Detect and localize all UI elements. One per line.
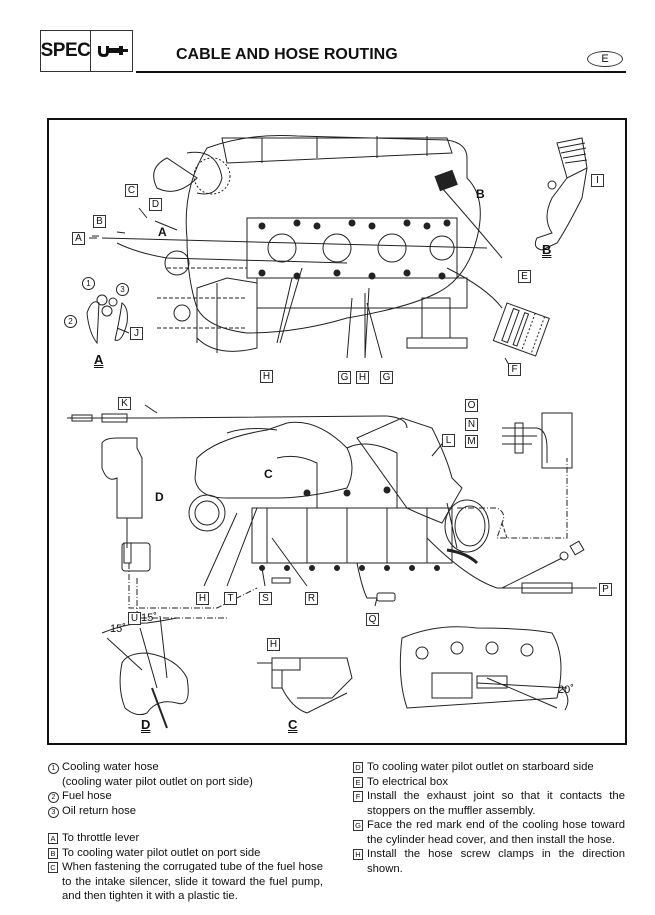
callout-2: 2 bbox=[64, 315, 77, 328]
note-text: To cooling water pilot outlet on port si… bbox=[62, 846, 261, 859]
note-item: B To cooling water pilot outlet on port … bbox=[48, 846, 323, 861]
note-number-badge: 2 bbox=[48, 789, 62, 804]
note-text: To electrical box bbox=[367, 775, 448, 788]
language-badge: E bbox=[587, 51, 623, 67]
note-item: G Face the red mark end of the cooling h… bbox=[353, 818, 625, 847]
note-item: H Install the hose screw clamps in the d… bbox=[353, 847, 625, 876]
figure-frame bbox=[47, 118, 627, 745]
engine-bottom-view bbox=[67, 412, 592, 619]
note-letter-badge: B bbox=[48, 846, 62, 861]
note-letter-badge: E bbox=[353, 775, 367, 790]
callout-s: S bbox=[259, 592, 272, 605]
note-text: Install the exhaust joint so that it con… bbox=[367, 790, 625, 817]
page-title: CABLE AND HOSE ROUTING bbox=[176, 46, 398, 63]
callout-k: K bbox=[118, 397, 131, 410]
view-label-a: A bbox=[94, 352, 104, 367]
callout-i: I bbox=[591, 174, 604, 187]
note-text: Install the hose screw clamps in the dir… bbox=[367, 848, 625, 875]
callout-n: N bbox=[465, 418, 478, 431]
note-item: F Install the exhaust joint so that it c… bbox=[353, 789, 625, 818]
callout-o: O bbox=[465, 399, 478, 412]
callout-1: 1 bbox=[82, 277, 95, 290]
note-text: Face the red mark end of the cooling hos… bbox=[367, 819, 625, 846]
detail-d-drawing bbox=[101, 615, 189, 729]
angle-label-clamp: 20˚ bbox=[558, 684, 574, 696]
note-item: E To electrical box bbox=[353, 775, 625, 790]
header-rule bbox=[136, 71, 626, 73]
section-tag: SPEC bbox=[41, 31, 91, 71]
arrow-label-d: D bbox=[155, 490, 164, 504]
callout-g-top1: G bbox=[338, 371, 351, 384]
callout-h-bottom: H bbox=[196, 592, 209, 605]
note-text: Oil return hose bbox=[62, 804, 137, 817]
callout-j: J bbox=[130, 327, 143, 340]
notes-right-column: D To cooling water pilot outlet on starb… bbox=[353, 760, 625, 876]
note-item: D To cooling water pilot outlet on starb… bbox=[353, 760, 625, 775]
callout-a: A bbox=[72, 232, 85, 245]
callout-b: B bbox=[93, 215, 106, 228]
callout-c: C bbox=[125, 184, 138, 197]
callout-g-top2: G bbox=[380, 371, 393, 384]
callout-h-detail-c: H bbox=[267, 638, 280, 651]
callout-m: M bbox=[465, 435, 478, 448]
routing-diagram bbox=[67, 135, 597, 729]
note-item: 1 Cooling water hose (cooling water pilo… bbox=[48, 760, 323, 789]
arrow-label-a: A bbox=[158, 225, 167, 239]
section-tag-box: SPEC bbox=[40, 30, 133, 72]
callout-f: F bbox=[508, 363, 521, 376]
note-item: 2 Fuel hose bbox=[48, 789, 323, 804]
callout-q: Q bbox=[366, 613, 379, 626]
angle-label-left: 15˚ bbox=[110, 623, 126, 635]
detail-clamp-angle-drawing bbox=[399, 626, 569, 711]
detail-a-drawing bbox=[86, 294, 128, 345]
note-letter-badge: H bbox=[353, 847, 367, 862]
view-label-d: D bbox=[141, 717, 151, 732]
note-item: C When fastening the corrugated tube of … bbox=[48, 860, 323, 904]
angle-label-right: 15˚ bbox=[141, 612, 157, 624]
note-number-badge: 3 bbox=[48, 804, 62, 819]
note-text: To cooling water pilot outlet on starboa… bbox=[367, 761, 594, 773]
detail-c-drawing bbox=[257, 657, 353, 714]
detail-b-drawing bbox=[534, 137, 588, 251]
note-number-badge: 1 bbox=[48, 760, 62, 775]
note-text: When fastening the corrugated tube of th… bbox=[62, 861, 323, 902]
note-letter-badge: D bbox=[353, 760, 367, 775]
note-item: A To throttle lever bbox=[48, 831, 323, 846]
callout-u: U bbox=[128, 612, 141, 625]
callout-l: L bbox=[442, 434, 455, 447]
callout-h-top1: H bbox=[260, 370, 273, 383]
callout-p: P bbox=[599, 583, 612, 596]
micrometer-icon bbox=[91, 31, 132, 71]
note-letter-badge: C bbox=[48, 860, 62, 875]
callout-h-top2: H bbox=[356, 371, 369, 384]
callout-r: R bbox=[305, 592, 318, 605]
note-letter-badge: A bbox=[48, 831, 62, 846]
note-letter-badge: G bbox=[353, 818, 367, 833]
note-letter-badge: F bbox=[353, 789, 367, 804]
engine-top-view bbox=[89, 135, 550, 357]
note-item: 3 Oil return hose bbox=[48, 804, 323, 819]
leader-lines bbox=[92, 207, 597, 607]
arrow-label-b: B bbox=[476, 187, 485, 201]
note-text: To throttle lever bbox=[62, 832, 140, 844]
notes-left-column: 1 Cooling water hose (cooling water pilo… bbox=[48, 760, 323, 904]
callout-d: D bbox=[149, 198, 162, 211]
view-label-b: B bbox=[542, 242, 552, 257]
callout-3: 3 bbox=[116, 283, 129, 296]
callout-t: T bbox=[224, 592, 237, 605]
note-text: Cooling water hose (cooling water pilot … bbox=[62, 761, 253, 788]
callout-e: E bbox=[518, 270, 531, 283]
view-label-c: C bbox=[288, 717, 298, 732]
note-text: Fuel hose bbox=[62, 790, 112, 802]
arrow-label-c: C bbox=[264, 467, 273, 481]
